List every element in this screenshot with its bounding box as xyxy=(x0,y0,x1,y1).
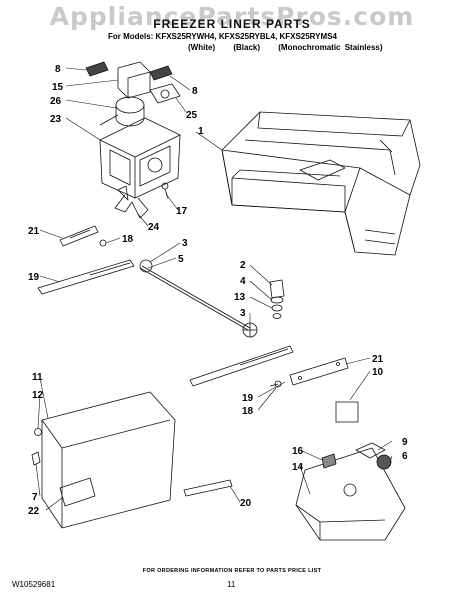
callout-8-right: 8 xyxy=(192,86,198,97)
callout-7: 7 xyxy=(32,492,38,503)
watermark: AppliancePartsPros.com xyxy=(49,2,415,31)
callout-16: 16 xyxy=(292,446,304,457)
callout-19-left: 19 xyxy=(28,272,40,283)
callout-11: 11 xyxy=(32,372,43,383)
ordering-note: FOR ORDERING INFORMATION REFER TO PARTS … xyxy=(142,568,322,574)
right-slide xyxy=(189,345,294,387)
variant-black: (Black) xyxy=(233,43,261,52)
callout-1: 1 xyxy=(198,126,204,137)
bottom-tray xyxy=(295,447,406,541)
callout-13: 13 xyxy=(234,292,246,303)
callout-3-top: 3 xyxy=(182,238,188,249)
drive-shaft xyxy=(139,259,258,338)
insulation-10 xyxy=(335,401,359,423)
callout-4: 4 xyxy=(240,276,246,287)
page-number: 11 xyxy=(227,580,236,589)
left-slide xyxy=(37,259,135,295)
callout-23: 23 xyxy=(50,114,62,125)
callout-26: 26 xyxy=(50,96,62,107)
callout-14: 14 xyxy=(292,462,304,473)
callout-labels: 8 15 26 23 8 25 1 17 24 21 18 3 5 19 2 4… xyxy=(28,64,408,517)
panel-clip-7 xyxy=(31,451,41,466)
callout-17: 17 xyxy=(176,206,188,217)
right-rail xyxy=(289,357,349,386)
callout-21-left: 21 xyxy=(28,226,40,237)
callout-18-left: 18 xyxy=(122,234,134,245)
roller-stack xyxy=(269,279,285,319)
callout-24: 24 xyxy=(148,222,160,233)
callout-10: 10 xyxy=(372,367,384,378)
models-line: For Models: KFXS25RYWH4, KFXS25RYBL4, KF… xyxy=(108,32,337,41)
document-number: W10529681 xyxy=(12,580,56,589)
callout-2: 2 xyxy=(240,260,246,271)
callout-18-right: 18 xyxy=(242,406,254,417)
fan-blade xyxy=(114,185,149,219)
motor-bracket xyxy=(117,61,151,99)
callout-5: 5 xyxy=(178,254,184,265)
callout-12: 12 xyxy=(32,390,44,401)
variant-labels: (White) (Black) (Monochromatic Stainless… xyxy=(188,43,397,52)
fan-motor xyxy=(99,96,145,127)
callout-6: 6 xyxy=(402,451,408,462)
variant-stainless: (Monochromatic Stainless) xyxy=(278,43,383,52)
freezer-liner xyxy=(221,111,421,256)
fan-housing xyxy=(99,117,181,199)
callout-9: 9 xyxy=(402,437,408,448)
screw-18-right xyxy=(269,380,282,388)
panel-screw-12 xyxy=(34,428,42,436)
motor-9 xyxy=(355,442,392,470)
screw-18-left xyxy=(99,239,107,247)
callout-20: 20 xyxy=(240,498,252,509)
clip-16 xyxy=(321,453,337,469)
variant-white: (White) xyxy=(188,43,216,52)
callout-19-right: 19 xyxy=(242,393,254,404)
page-title: FREEZER LINER PARTS xyxy=(153,17,311,31)
callout-8-left: 8 xyxy=(55,64,61,75)
left-rail xyxy=(59,225,99,247)
leader-lines xyxy=(35,67,393,511)
callout-25: 25 xyxy=(186,110,198,121)
callout-22: 22 xyxy=(28,506,40,517)
grommet-left xyxy=(85,61,109,77)
fan-motor-mount xyxy=(149,83,181,104)
front-panel xyxy=(41,391,233,529)
callout-21-right: 21 xyxy=(372,354,384,365)
grommet-right xyxy=(149,65,173,81)
callout-15: 15 xyxy=(52,82,64,93)
callout-3-bottom: 3 xyxy=(240,308,246,319)
